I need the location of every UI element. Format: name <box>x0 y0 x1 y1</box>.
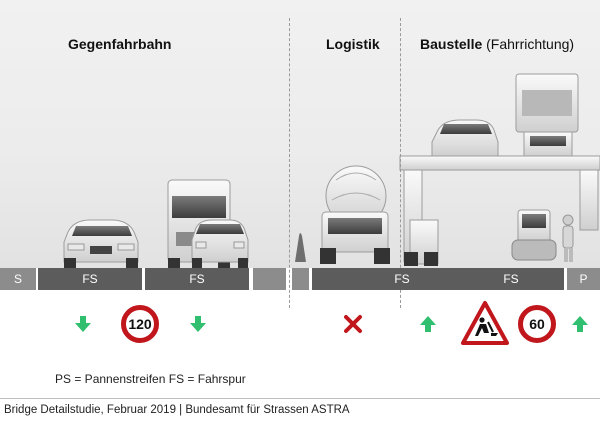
worker-figure-icon <box>562 214 574 262</box>
vehicles-illustration <box>63 73 600 268</box>
arrow-down-icon <box>190 316 206 332</box>
sedan-car-icon <box>63 219 139 268</box>
arrow-up-icon <box>572 316 588 332</box>
roadworks-warning-sign-icon <box>461 301 509 345</box>
truck-on-gantry-icon <box>515 73 579 157</box>
lane-median-right <box>292 268 309 290</box>
bollard-icon <box>295 233 306 262</box>
section-label-gegenfahrbahn: Gegenfahrbahn <box>68 36 172 52</box>
compactor-machine-icon <box>511 209 557 261</box>
lane-pannenstreifen-left: S <box>0 268 36 290</box>
small-car-icon <box>191 219 249 268</box>
mixer-truck-icon <box>320 165 390 264</box>
divider-right <box>400 18 401 308</box>
lane-median-left <box>253 268 286 290</box>
lane-fs-left-1: FS <box>38 268 142 290</box>
footer-divider <box>0 398 600 399</box>
lane-fs-logistik: FS <box>312 268 492 290</box>
lane-fs-baustelle: FS <box>458 268 564 290</box>
car-on-gantry-icon <box>431 119 499 157</box>
divider-left <box>289 18 290 308</box>
lane-legend: PS = Pannenstreifen FS = Fahrspur <box>55 372 246 386</box>
speed-limit-sign-60: 60 <box>518 305 556 343</box>
lane-pannenstreifen-right: P <box>567 268 600 290</box>
arrow-up-icon <box>420 316 436 332</box>
section-label-baustelle-bold: Baustelle <box>420 36 483 52</box>
section-label-baustelle-paren: (Fahrrichtung) <box>486 36 575 52</box>
footer-caption: Bridge Detailstudie, Februar 2019 | Bund… <box>4 404 350 416</box>
section-label-logistik: Logistik <box>326 36 380 52</box>
lane-fs-left-2: FS <box>145 268 249 290</box>
arrow-down-icon <box>75 316 91 332</box>
speed-limit-sign-120: 120 <box>121 305 159 343</box>
gantry-bridge-icon <box>399 155 600 266</box>
scene-illustration: Gegenfahrbahn Logistik Baustelle (Fahrri… <box>0 0 600 268</box>
lane-closed-x-icon <box>344 315 362 333</box>
section-label-baustelle: Baustelle (Fahrrichtung) <box>420 36 574 52</box>
